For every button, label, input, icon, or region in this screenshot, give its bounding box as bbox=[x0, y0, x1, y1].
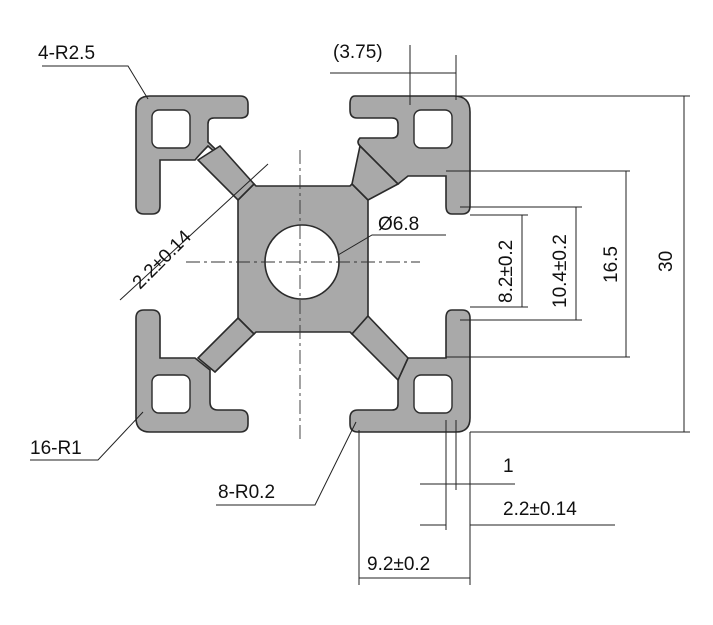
profile-cross-section bbox=[135, 95, 471, 433]
label-wall-thickness: 2.2±0.14 bbox=[503, 499, 577, 520]
label-slot-depth: 9.2±0.2 bbox=[367, 554, 430, 575]
label-lip-gap: 1 bbox=[503, 456, 514, 477]
label-slot-opening: 8.2±0.2 bbox=[496, 240, 517, 303]
label-corner-radius: 4-R2.5 bbox=[38, 43, 95, 64]
label-slot-inner-width: 10.4±0.2 bbox=[550, 234, 571, 308]
label-small-fillets: 8-R0.2 bbox=[218, 482, 275, 503]
label-slot-depth-top: (3.75) bbox=[333, 42, 383, 63]
center-lines bbox=[186, 150, 420, 442]
label-center-hole: Ø6.8 bbox=[378, 214, 419, 235]
label-overall-size: 30 bbox=[656, 251, 677, 272]
label-web-thickness: 2.2±0.14 bbox=[129, 226, 196, 293]
dimension-lines bbox=[30, 45, 690, 585]
center-hole bbox=[264, 224, 340, 300]
label-slot-width-outer: 16.5 bbox=[601, 246, 622, 283]
label-inner-fillets: 16-R1 bbox=[30, 438, 82, 459]
